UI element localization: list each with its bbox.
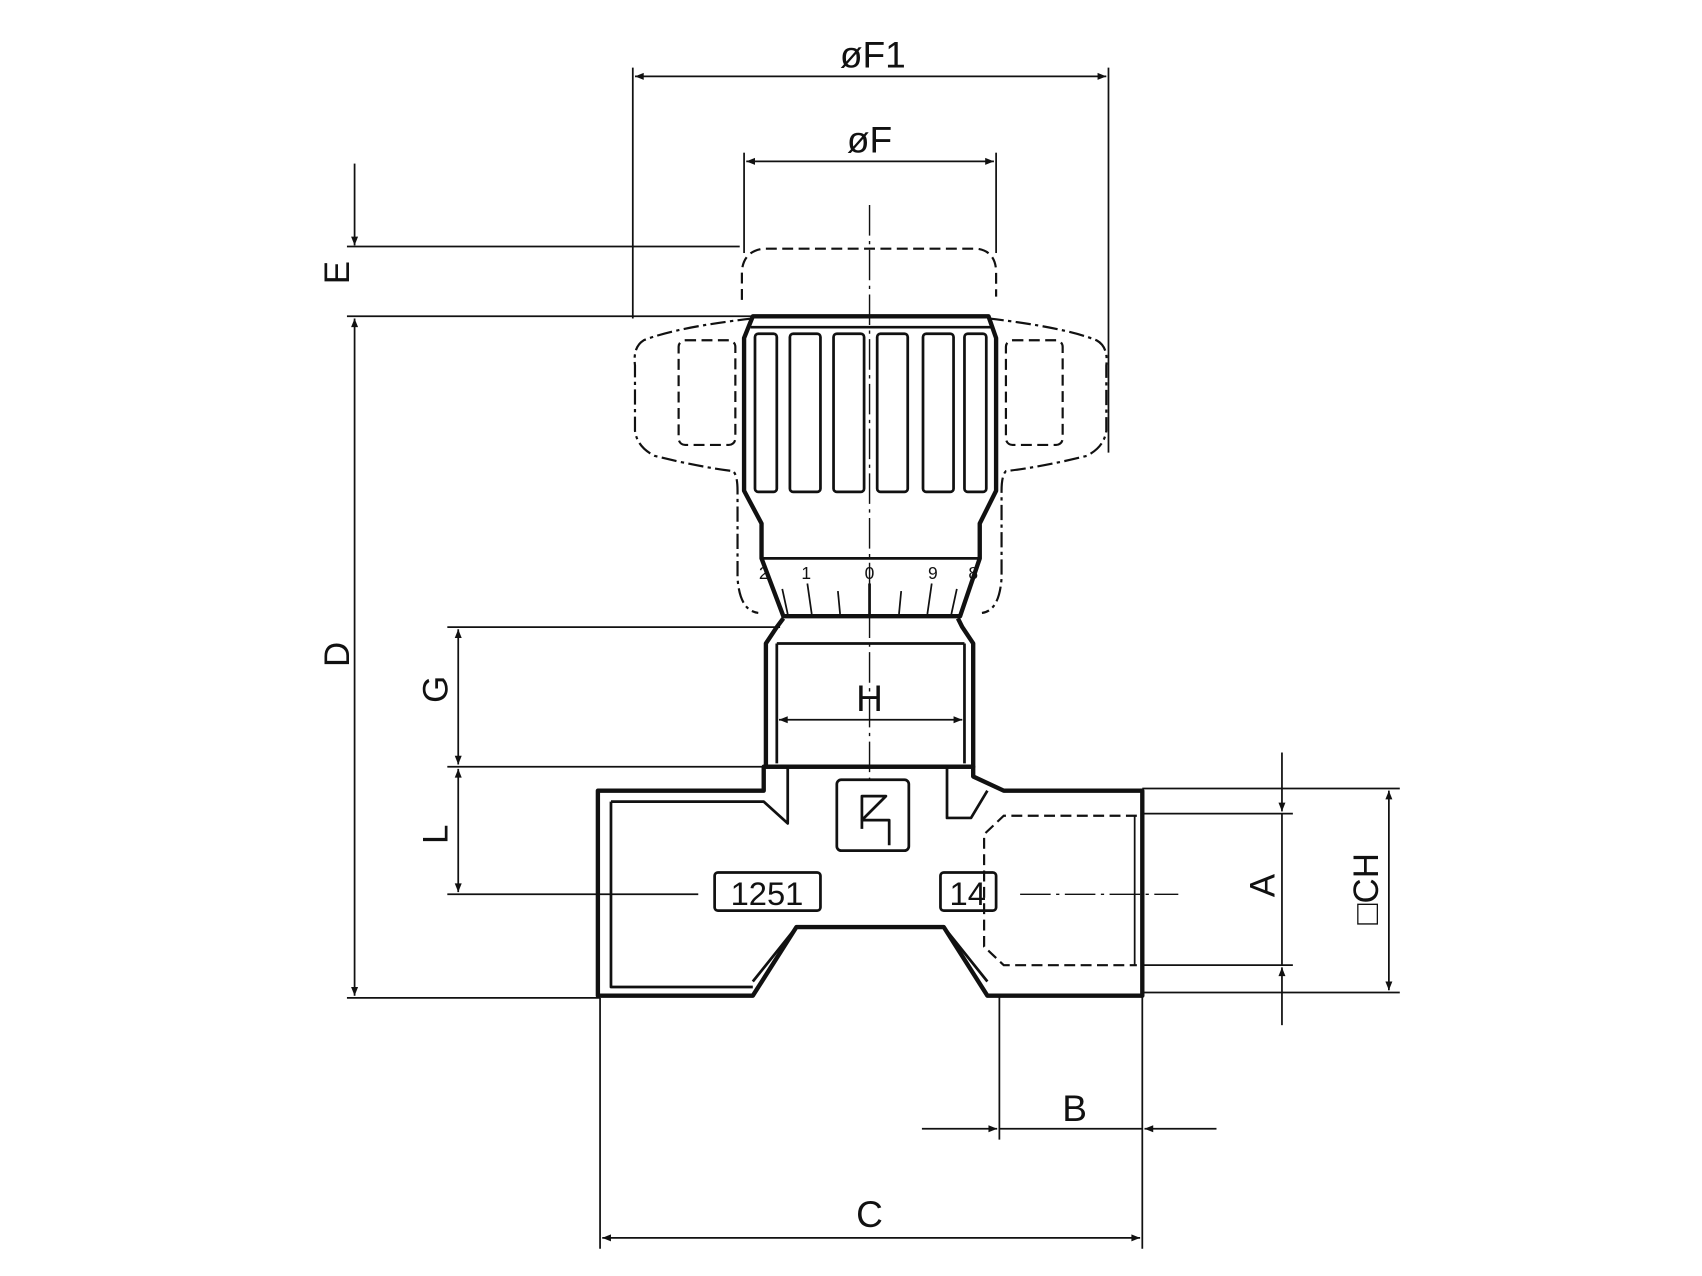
scale-digit: 2	[759, 563, 769, 583]
dimension-ch: □CH	[1142, 787, 1400, 994]
dimension-e: E	[318, 163, 753, 318]
dimension-h: H	[778, 677, 963, 724]
size-mark: 14	[950, 875, 986, 912]
scale-digit: 0	[865, 563, 875, 583]
dimension-d: D	[318, 318, 601, 999]
label-f1: øF1	[840, 34, 906, 76]
dimension-l: L	[416, 768, 699, 896]
part-number: 1251	[731, 875, 804, 912]
dimension-b: B	[921, 995, 1217, 1249]
valve-body: 1251 14	[595, 764, 1179, 998]
knob-grip-ribs	[753, 332, 988, 494]
label-a: A	[1243, 873, 1282, 897]
scale-digit: 8	[968, 563, 978, 583]
label-d: D	[318, 642, 357, 667]
label-h: H	[856, 677, 883, 719]
scale-digit: 9	[928, 563, 938, 583]
label-g: G	[416, 676, 455, 703]
dimension-g: G	[416, 626, 781, 768]
label-c: C	[856, 1193, 883, 1235]
dimension-f1: øF1	[631, 34, 1110, 453]
part-number-plate	[713, 871, 822, 913]
wing-handle	[633, 317, 1108, 614]
label-f: øF	[847, 119, 892, 161]
scale-ticks	[781, 583, 958, 615]
size-plate	[939, 871, 998, 913]
dimension-f: øF	[743, 119, 997, 254]
logo-mark	[835, 778, 911, 853]
label-b: B	[1062, 1087, 1087, 1129]
knob[interactable]: 2 1 0 9 8	[741, 314, 999, 619]
label-e: E	[318, 261, 357, 284]
dimension-a: A	[1142, 752, 1293, 1026]
scale-digit: 1	[801, 563, 811, 583]
raised-knob-outline	[740, 247, 998, 300]
dimension-c: C	[599, 997, 1141, 1249]
label-l: L	[416, 825, 455, 844]
label-ch: □CH	[1347, 853, 1386, 924]
